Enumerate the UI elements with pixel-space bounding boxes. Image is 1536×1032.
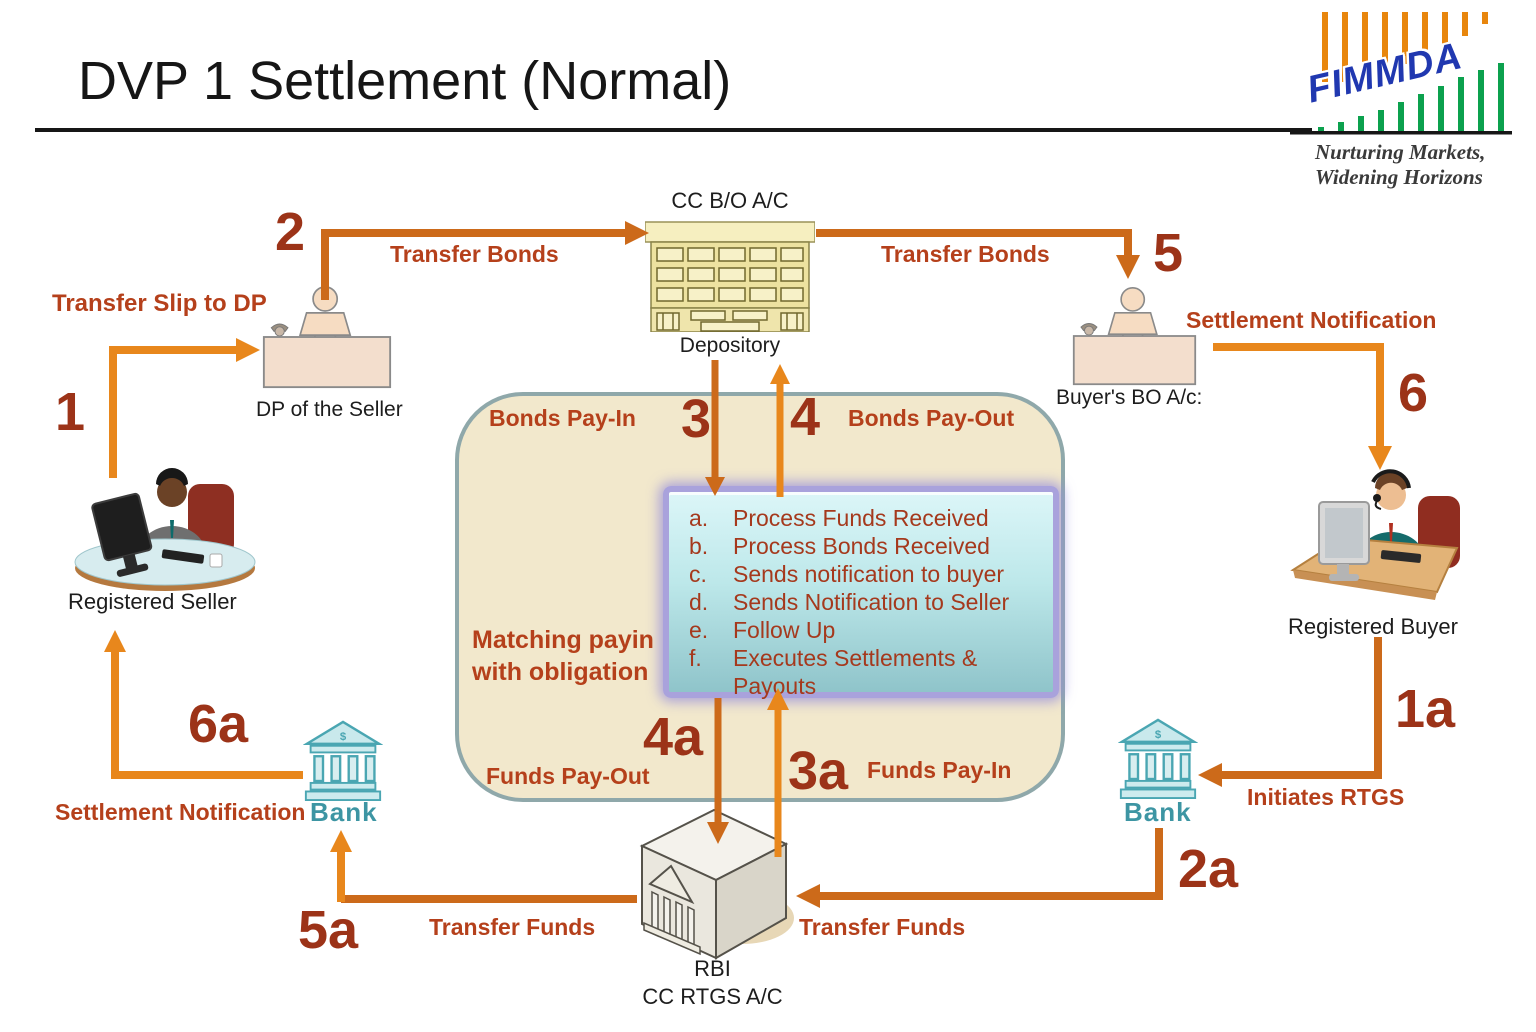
process-item: d. Sends Notification to Seller [689, 588, 1053, 616]
process-item-text: Executes Settlements & Payouts [733, 645, 978, 699]
step-6a: 6a [188, 694, 249, 754]
step-5: 5 [1153, 223, 1184, 283]
registered-buyer-icon [1290, 469, 1460, 600]
process-item-text: Follow Up [733, 617, 836, 643]
fimmda-logo-bars-icon [1290, 12, 1512, 135]
initiates-rtgs-label: Initiates RTGS [1247, 784, 1405, 810]
matching-payin-label-line1: Matching payin [472, 626, 654, 654]
funds-pay-in-label: Funds Pay-In [867, 757, 1012, 783]
telephone-icon [270, 323, 289, 337]
logo-tagline-1: Nurturing Markets, [1315, 140, 1486, 164]
step-1: 1 [55, 382, 86, 442]
buyer-bank-label: Bank [1124, 797, 1192, 827]
bonds-pay-out-label: Bonds Pay-Out [848, 405, 1015, 431]
step-4a: 4a [643, 707, 704, 767]
logo-orange-bars [1322, 12, 1488, 82]
bonds-pay-in-label: Bonds Pay-In [489, 405, 636, 431]
depository-label: Depository [679, 334, 781, 357]
settlement-notification-left-label: Settlement Notification [55, 799, 306, 825]
dollar-sign-icon: $ [340, 731, 347, 743]
process-item-letter: c. [689, 561, 707, 587]
rbi-label: RBI [694, 956, 731, 981]
process-item-letter: b. [689, 533, 709, 559]
transfer-funds-left-label: Transfer Funds [429, 914, 596, 940]
rbi-building-icon [639, 808, 794, 960]
step-1a: 1a [1395, 679, 1456, 739]
matching-payin-label-line2: with obligation [472, 658, 649, 686]
process-item-text: Sends notification to buyer [733, 561, 1005, 587]
process-item: a. Process Funds Received [689, 504, 1053, 532]
buyers-bo-account-label: Buyer's BO A/c: [1056, 386, 1203, 409]
step-5a: 5a [298, 900, 359, 960]
arrow-transfer-funds-right [796, 828, 1163, 908]
arrow-transfer-slip [109, 338, 260, 478]
step-2: 2 [275, 202, 306, 262]
arrow-transfer-funds-left [330, 830, 637, 903]
title-underline [35, 128, 1312, 132]
cc-bo-account-label: CC B/O A/C [671, 188, 789, 213]
telephone-icon [1080, 323, 1098, 336]
process-item: b. Process Bonds Received [689, 532, 1053, 560]
monitor-icon [1318, 501, 1370, 581]
transfer-funds-right-label: Transfer Funds [799, 914, 966, 940]
buyer-bank-icon: $ [1118, 718, 1198, 799]
settlement-notification-right-label: Settlement Notification [1186, 307, 1437, 333]
page-title: DVP 1 Settlement (Normal) [78, 51, 732, 111]
cc-process-box: a. Process Funds Received b. Process Bonds… [663, 486, 1059, 700]
step-3a: 3a [788, 741, 849, 801]
process-item: f. Executes Settlements & Payouts [689, 644, 1053, 700]
fimmda-logo: FIMMDA Nurturing Markets, Widening Horiz… [1290, 4, 1520, 194]
buyer-bo-clerk-at-counter-icon [1072, 286, 1197, 386]
process-item: c. Sends notification to buyer [689, 560, 1053, 588]
process-item-letter: e. [689, 617, 709, 643]
process-item-text: Sends Notification to Seller [733, 589, 1010, 615]
seller-bank-label: Bank [310, 797, 378, 827]
step-3: 3 [681, 389, 712, 449]
transfer-bonds-left-label: Transfer Bonds [390, 241, 559, 267]
process-item-text: Process Funds Received [733, 505, 989, 531]
registered-buyer-label: Registered Buyer [1288, 614, 1458, 639]
process-item: e. Follow Up [689, 616, 1053, 644]
logo-baseline [1290, 131, 1512, 135]
seller-bank-icon: $ [303, 720, 383, 801]
process-item-text: Process Bonds Received [733, 533, 990, 559]
dp-of-seller-label: DP of the Seller [256, 398, 403, 421]
dp-clerk-at-counter-icon [262, 286, 392, 389]
logo-green-bars [1318, 63, 1504, 133]
transfer-slip-label: Transfer Slip to DP [52, 290, 267, 317]
logo-tagline-2: Widening Horizons [1315, 165, 1483, 189]
process-item-letter: d. [689, 589, 709, 615]
depository-building-icon [645, 221, 815, 332]
arrow-initiates-rtgs [1198, 637, 1382, 787]
registered-seller-icon [74, 468, 256, 591]
funds-pay-out-label: Funds Pay-Out [486, 763, 650, 789]
transfer-bonds-right-label: Transfer Bonds [881, 241, 1050, 267]
step-4: 4 [790, 387, 821, 447]
arrow-settlement-notification-right [1213, 343, 1392, 470]
step-2a: 2a [1178, 839, 1239, 899]
process-item-letter: f. [689, 645, 702, 671]
cc-rtgs-account-label: CC RTGS A/C [642, 984, 783, 1009]
process-item-letter: a. [689, 505, 709, 531]
dollar-sign-icon: $ [1155, 729, 1162, 741]
monitor-icon [91, 492, 153, 577]
step-6: 6 [1398, 363, 1429, 423]
registered-seller-label: Registered Seller [68, 589, 237, 614]
